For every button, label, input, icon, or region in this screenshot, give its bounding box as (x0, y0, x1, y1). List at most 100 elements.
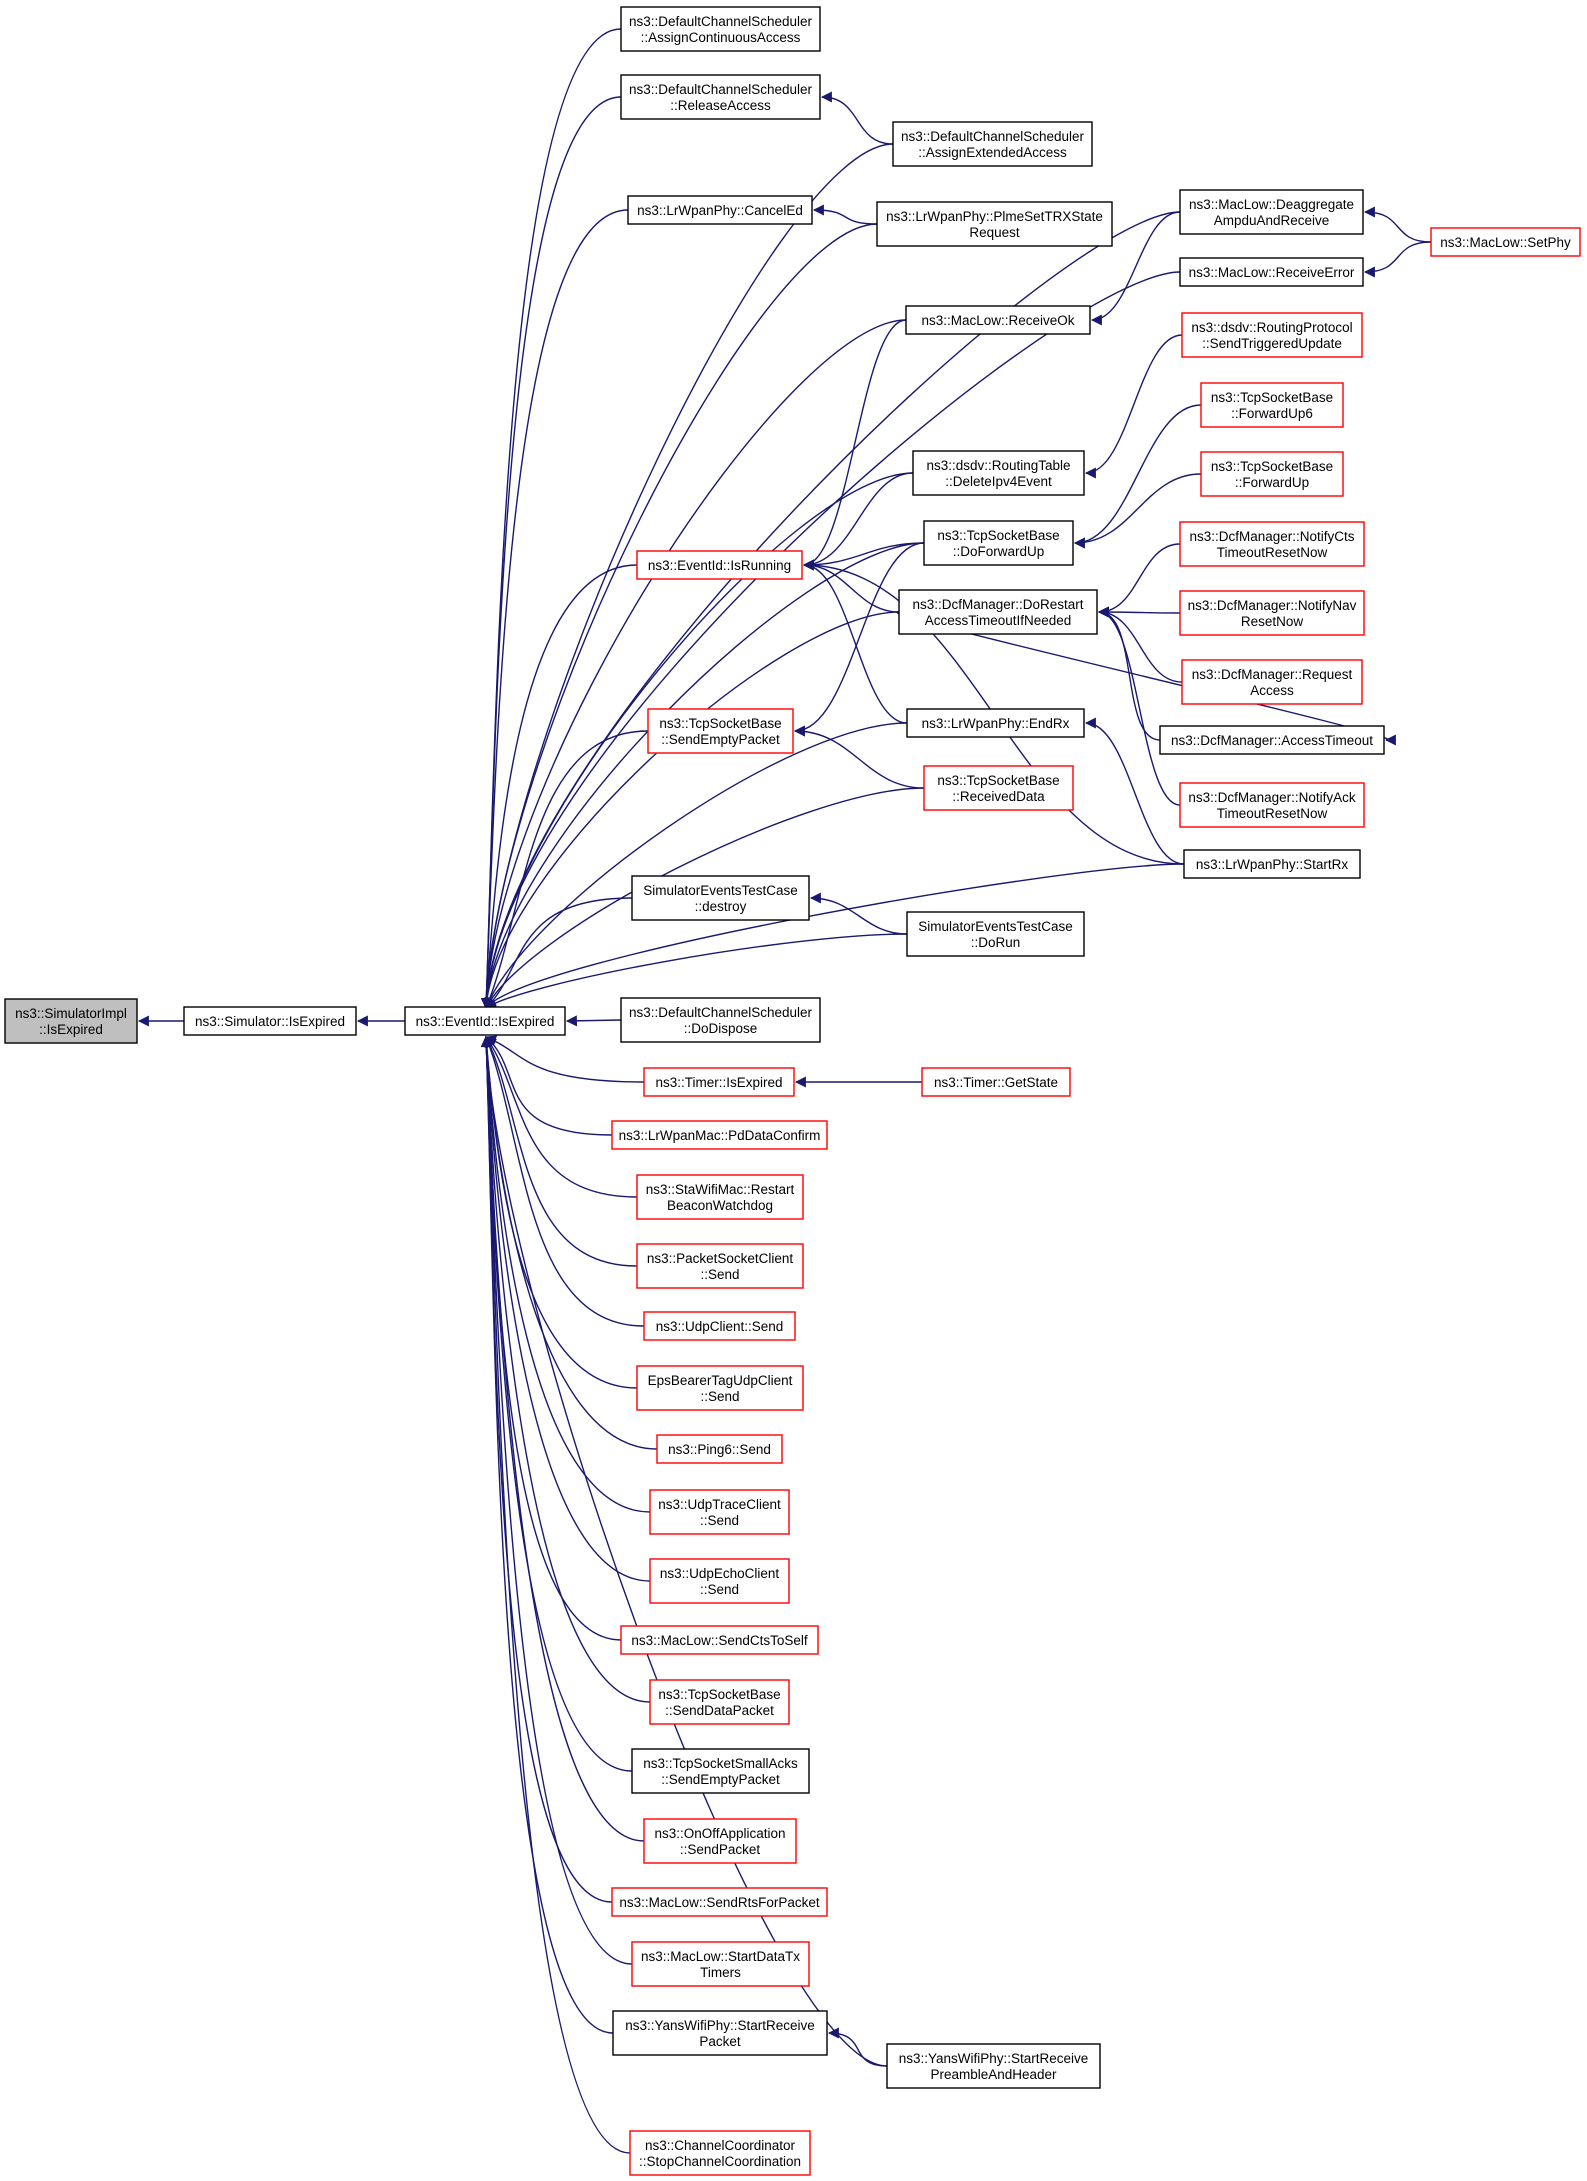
node-udpc-send[interactable]: ns3::UdpClient::Send (643, 1311, 796, 1341)
node-dcs-ra[interactable]: ns3::DefaultChannelScheduler::ReleaseAcc… (620, 74, 821, 120)
node-dsdv-stu[interactable]: ns3::dsdv::RoutingProtocol::SendTriggere… (1181, 312, 1363, 358)
edge-udpec_send-to-ev (481, 1035, 651, 1582)
node-dsdv-del[interactable]: ns3::dsdv::RoutingTable::DeleteIpv4Event (912, 450, 1085, 496)
node-udpec-send[interactable]: ns3::UdpEchoClient::Send (649, 1558, 790, 1604)
node-yans-srph[interactable]: ns3::YansWifiPhy::StartReceivePreambleAn… (886, 2043, 1101, 2089)
node-ev[interactable]: ns3::EventId::IsExpired (404, 1006, 566, 1036)
node-dcf-nack[interactable]: ns3::DcfManager::NotifyAckTimeoutResetNo… (1179, 782, 1365, 828)
node-ml-scts[interactable]: ns3::MacLow::SendCtsToSelf (620, 1625, 819, 1655)
node-box (649, 1558, 790, 1604)
edge-tcp_fu-to-tcp_dfu (1073, 473, 1202, 549)
node-tcp-dfu[interactable]: ns3::TcpSocketBase::DoForwardUp (923, 520, 1074, 566)
node-box (905, 305, 1091, 335)
node-label-line: TimeoutResetNow (1217, 806, 1328, 821)
node-box (631, 1941, 810, 1987)
node-tcp-fu6[interactable]: ns3::TcpSocketBase::ForwardUp6 (1200, 382, 1344, 428)
edge-dcf_dor-to-ev_run (802, 559, 900, 613)
node-label-line: ::Send (700, 1267, 739, 1282)
node-box (636, 550, 803, 580)
node-label-line: ns3::UdpEchoClient (660, 1566, 780, 1581)
node-ml-rok[interactable]: ns3::MacLow::ReceiveOk (905, 305, 1091, 335)
node-onoff-sp[interactable]: ns3::OnOffApplication::SendPacket (643, 1818, 797, 1864)
node-label-line: AmpduAndReceive (1214, 213, 1330, 228)
node-label-line: ::ForwardUp6 (1231, 406, 1313, 421)
node-psc-send[interactable]: ns3::PacketSocketClient::Send (636, 1243, 804, 1289)
node-label-line: ns3::DcfManager::DoRestart (912, 597, 1083, 612)
node-ml-setphy[interactable]: ns3::MacLow::SetPhy (1430, 227, 1581, 257)
edge-setc_dorun-to-setc_destroy (809, 892, 908, 935)
edge-dsdv_del-to-ev (481, 472, 914, 1010)
node-ml-rerr[interactable]: ns3::MacLow::ReceiveError (1179, 257, 1364, 287)
node-root[interactable]: ns3::SimulatorImpl::IsExpired (4, 998, 138, 1044)
node-timer-gs[interactable]: ns3::Timer::GetState (921, 1067, 1071, 1097)
node-label-line: ns3::EventId::IsRunning (648, 558, 791, 573)
node-label-line: TimeoutResetNow (1217, 545, 1328, 560)
node-lrmac-pdc[interactable]: ns3::LrWpanMac::PdDataConfirm (611, 1120, 828, 1150)
node-lr-startrx[interactable]: ns3::LrWpanPhy::StartRx (1183, 849, 1361, 879)
edge-dcf_nnav-to-dcf_dor (1097, 606, 1181, 618)
node-label-line: ::AssignContinuousAccess (641, 30, 801, 45)
edge-lr_endrx-to-ev (484, 722, 908, 1010)
node-dcs-aca[interactable]: ns3::DefaultChannelScheduler::AssignCont… (620, 6, 821, 52)
node-cc-scc[interactable]: ns3::ChannelCoordinator::StopChannelCoor… (629, 2130, 811, 2176)
node-box (649, 1679, 790, 1725)
node-box (620, 997, 821, 1043)
node-dcs-dispose[interactable]: ns3::DefaultChannelScheduler::DoDispose (620, 997, 821, 1043)
node-box (1430, 227, 1581, 257)
edge-ml_setphy-to-ml_rerr (1363, 241, 1432, 278)
node-box (923, 765, 1074, 811)
node-ping6-send[interactable]: ns3::Ping6::Send (656, 1434, 783, 1464)
node-label-line: ns3::YansWifiPhy::StartReceive (625, 2018, 815, 2033)
edge-ev_run-to-ev (481, 564, 638, 1010)
node-label-line: ns3::TcpSocketBase (1211, 390, 1333, 405)
node-label-line: ns3::Ping6::Send (668, 1442, 771, 1457)
node-box (611, 1120, 828, 1150)
node-ml-srts[interactable]: ns3::MacLow::SendRtsForPacket (611, 1887, 828, 1917)
node-box (629, 2130, 811, 2176)
node-box (1179, 782, 1365, 828)
node-dcs-aea[interactable]: ns3::DefaultChannelScheduler::AssignExte… (892, 121, 1093, 167)
node-tcp-fu[interactable]: ns3::TcpSocketBase::ForwardUp (1200, 451, 1344, 497)
node-label-line: ::SendPacket (680, 1842, 761, 1857)
node-tcp-sep[interactable]: ns3::TcpSocketBase::SendEmptyPacket (647, 708, 794, 754)
edge-psc_send-to-ev (485, 1036, 638, 1267)
node-setc-dorun[interactable]: SimulatorEventsTestCase::DoRun (906, 911, 1085, 957)
node-box (1179, 521, 1365, 567)
edge-dcf_req-to-dcf_dor (1097, 606, 1183, 683)
edge-lr_plme-to-ev (480, 223, 878, 1010)
node-label-line: ns3::LrWpanPhy::StartRx (1196, 857, 1349, 872)
edge-tcp_rd-to-tcp_sep (793, 725, 925, 789)
node-label-line: ::IsExpired (39, 1022, 103, 1037)
node-tcp-rd[interactable]: ns3::TcpSocketBase::ReceivedData (923, 765, 1074, 811)
edge-timer_ie-to-ev (484, 1035, 645, 1083)
node-setc-destroy[interactable]: SimulatorEventsTestCase::destroy (631, 875, 810, 921)
node-eps-send[interactable]: EpsBearerTagUdpClient::Send (636, 1365, 804, 1411)
node-sim[interactable]: ns3::Simulator::IsExpired (183, 1006, 357, 1036)
edge-tcp_sep-to-ev (484, 730, 649, 1010)
edge-setc_dorun-to-ev (485, 933, 908, 1009)
node-lr-endrx[interactable]: ns3::LrWpanPhy::EndRx (906, 708, 1085, 738)
node-ev-run[interactable]: ns3::EventId::IsRunning (636, 550, 803, 580)
node-timer-ie[interactable]: ns3::Timer::IsExpired (643, 1067, 795, 1097)
node-label-line: ns3::DefaultChannelScheduler (629, 82, 813, 97)
node-dcf-dor[interactable]: ns3::DcfManager::DoRestartAccessTimeoutI… (898, 589, 1098, 635)
node-box (631, 1748, 810, 1794)
node-lr-ced[interactable]: ns3::LrWpanPhy::CancelEd (627, 195, 813, 225)
edge-ml_rok-to-ev_run (802, 319, 907, 571)
node-udptc-send[interactable]: ns3::UdpTraceClient::Send (649, 1489, 790, 1535)
node-dcf-at[interactable]: ns3::DcfManager::AccessTimeout (1159, 725, 1385, 755)
edge-ml_srts-to-ev (480, 1035, 613, 1903)
node-tcp-sdp[interactable]: ns3::TcpSocketBase::SendDataPacket (649, 1679, 790, 1725)
node-tcpsa-sep[interactable]: ns3::TcpSocketSmallAcks::SendEmptyPacket (631, 1748, 810, 1794)
node-dcf-ncts[interactable]: ns3::DcfManager::NotifyCtsTimeoutResetNo… (1179, 521, 1365, 567)
node-box (1183, 849, 1361, 879)
node-box (1179, 189, 1364, 235)
